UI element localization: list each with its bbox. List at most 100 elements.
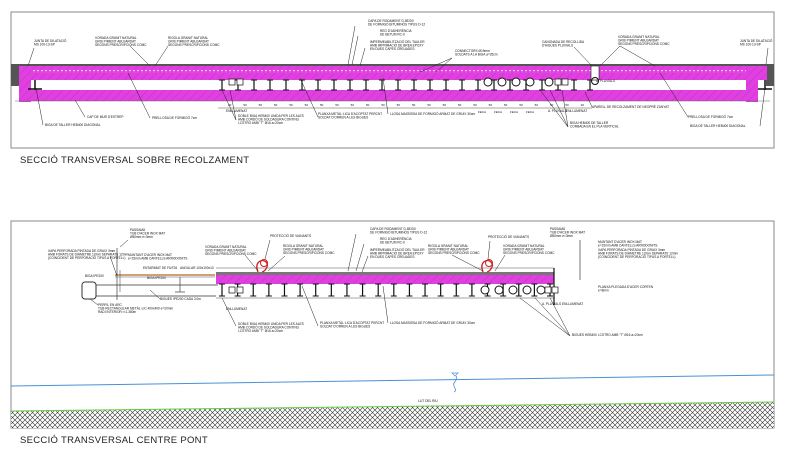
steel-i-beam (453, 283, 460, 297)
section-2-deck (216, 267, 555, 305)
label-enllumenat-2: ENLLUMENAT (566, 109, 587, 113)
dimension-value: 50 (259, 103, 263, 107)
dimension-value: 50 (550, 103, 554, 107)
label-diagonal-beam-left: BIGA DE TALLER HEB400 DIAGONAL (45, 123, 101, 127)
service-pipe (522, 285, 532, 295)
service-pipe (480, 285, 490, 295)
steel-i-beam (427, 79, 433, 91)
dimension-value: 50 (489, 103, 493, 107)
label-beam-ipe-1: BIGA IPE200 (85, 274, 104, 278)
steel-i-beam (390, 283, 397, 297)
dimension-value: 50 (397, 103, 401, 107)
section-2-walkway-left (81, 248, 218, 300)
service-pipe (497, 77, 507, 87)
conduit (236, 78, 244, 86)
steel-i-beam (312, 283, 319, 297)
label-enllumenat-1: ENLLUMENAT (226, 109, 247, 113)
label-angle: ANGULAR 100x100x10 (180, 266, 214, 270)
label-precast-slab-right: PRELLOSA DE FORMIGÓ 7cm (688, 114, 733, 119)
steel-i-beam (299, 79, 305, 91)
steel-i-beam (422, 283, 429, 297)
steel-i-beam (328, 283, 335, 297)
steel-i-beam (515, 283, 522, 297)
steel-i-beam (379, 79, 385, 91)
label-river-bed: LLIT DEL RIU (418, 399, 438, 403)
section-2-service-pipes (228, 285, 559, 295)
river-water-line (10, 372, 775, 393)
steel-i-beam (283, 79, 289, 91)
section-2-railing-protection-left (256, 259, 268, 273)
conduit (551, 286, 559, 294)
dimension-value: 50 (366, 103, 370, 107)
label-precast-slab-left: PRELLOSA DE FORMIGÓ 7cm (152, 115, 197, 120)
conduit (561, 78, 569, 86)
dimension-value: 20 (581, 103, 585, 107)
dimension-value: 20 (228, 103, 232, 107)
conduit (236, 286, 244, 294)
service-label: FECA (478, 110, 486, 114)
steel-i-beam (347, 79, 353, 91)
label-diagonal-beam-right: BIGA DE TALLER HEB400 DIAGONAL (690, 124, 746, 128)
label-solid-slab-2: LLOSA MASSISSA DE FORMIGÓ ARMAT DE GRUIX… (390, 320, 475, 325)
conduit (228, 286, 236, 294)
steel-i-beam (375, 283, 382, 297)
steel-i-beam (343, 283, 350, 297)
section-2-title: SECCIÓ TRANSVERSAL CENTRE PONT (20, 435, 208, 446)
section-1-deck (11, 64, 774, 102)
steel-i-beam (468, 283, 475, 297)
label-brace: BIGUES IPE200 CADA 3.0m (160, 297, 201, 301)
dimension-value: 50 (289, 103, 293, 107)
section-2-railing-protection-right (481, 259, 493, 273)
steel-i-beam (265, 283, 272, 297)
steel-i-beam (437, 283, 444, 297)
dimension-value: 50 (381, 103, 385, 107)
label-enllumenat-left-2: ENLLUMENAT (226, 307, 247, 311)
steel-i-beam (411, 79, 417, 91)
section-1-end-beam-left (28, 80, 42, 90)
dimension-value: 50 (305, 103, 309, 107)
service-pipe (536, 285, 546, 295)
dimension-value: 50 (351, 103, 355, 107)
label-vehicle-protection-right: PROTECCIÓ DE VIANANTS (488, 234, 529, 239)
service-pipe (525, 77, 535, 87)
dimension-value: 50 (565, 103, 569, 107)
steel-i-beam (459, 79, 465, 91)
section-1-title: SECCIÓ TRANSVERSAL SOBRE RECOLZAMENT (20, 155, 249, 166)
dimension-value: 50 (243, 103, 247, 107)
steel-i-beam (281, 283, 288, 297)
dimension-value: 50 (274, 103, 278, 107)
dimension-value: 50 (412, 103, 416, 107)
label-beam-ipe-2: BIGA IPE200 (147, 276, 166, 280)
steel-i-beam (571, 79, 577, 91)
service-pipe (508, 285, 518, 295)
dimension-value: 50 (443, 103, 447, 107)
dimension-value: 50 (535, 103, 539, 107)
dimension-value: 50 (427, 103, 431, 107)
label-enllumenat-right-2: A. PLUVIALS ENLLUMENAT (542, 302, 583, 306)
steel-i-beam (359, 283, 366, 297)
service-label: FECA (494, 110, 502, 114)
dimension-value: 50 (320, 103, 324, 107)
steel-i-beam (267, 79, 273, 91)
steel-i-beam (297, 283, 304, 297)
steel-i-beam (363, 79, 369, 91)
